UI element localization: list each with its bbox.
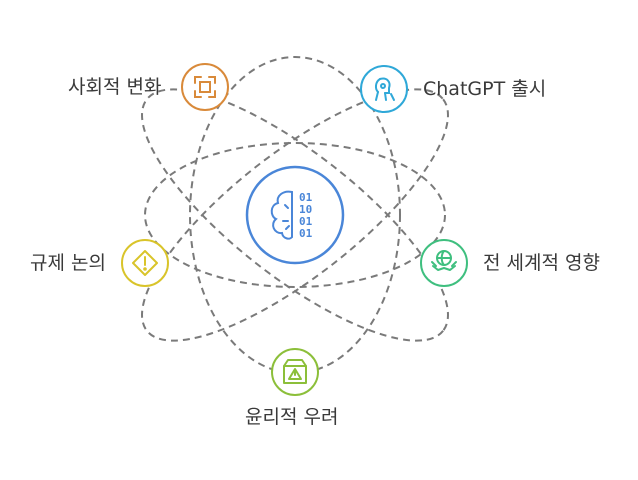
label-global-impact: 전 세계적 영향 xyxy=(483,252,600,274)
label-regulation-debate: 규제 논의 xyxy=(30,252,106,274)
center-node: 01 10 01 01 xyxy=(245,165,345,265)
node-ethical-concerns[interactable] xyxy=(271,348,319,396)
label-chatgpt-release: ChatGPT 출시 xyxy=(423,78,547,100)
orbit-horizontal xyxy=(144,142,446,288)
warning-diamond-icon xyxy=(132,250,158,276)
svg-text:01: 01 xyxy=(299,191,313,204)
svg-text:10: 10 xyxy=(299,203,312,216)
node-chatgpt-release[interactable] xyxy=(360,65,408,113)
robot-head-icon xyxy=(374,77,395,101)
warning-box-icon xyxy=(283,359,307,384)
node-social-change[interactable] xyxy=(181,63,229,111)
globe-handshake-icon xyxy=(431,250,457,271)
svg-text:01: 01 xyxy=(299,215,313,228)
brain-binary-icon xyxy=(270,190,293,240)
svg-text:01: 01 xyxy=(299,227,313,240)
expand-frame-icon xyxy=(194,76,216,98)
binary-digits: 01 10 01 01 xyxy=(299,191,313,240)
orbit-diagonal-b xyxy=(141,88,449,342)
label-social-change: 사회적 변화 xyxy=(68,76,162,98)
node-global-impact[interactable] xyxy=(420,239,468,287)
label-ethical-concerns: 윤리적 우려 xyxy=(245,406,339,428)
node-regulation-debate[interactable] xyxy=(121,239,169,287)
orbit-diagonal-a xyxy=(141,88,449,342)
